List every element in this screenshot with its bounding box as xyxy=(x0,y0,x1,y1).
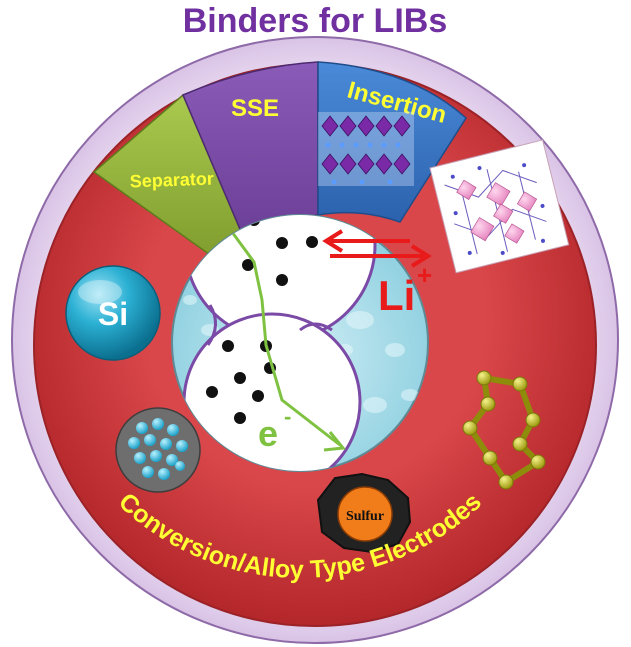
insertion-segment xyxy=(317,61,467,223)
sulfur-host-icon: Sulfur xyxy=(316,472,412,554)
separator-label: Separator xyxy=(129,169,214,192)
nanoparticle-cluster xyxy=(115,407,201,493)
silicon-label: Si xyxy=(98,296,128,332)
lithium-arrows xyxy=(322,229,432,268)
electrode-interface: e - xyxy=(171,214,429,472)
sse-label: SSE xyxy=(231,95,279,122)
electron-label: e xyxy=(258,413,278,454)
lithium-ion-charge: + xyxy=(417,260,432,290)
silicon-sphere: Si xyxy=(65,265,161,361)
diagram-title: Binders for LIBs xyxy=(183,2,447,40)
framework-crystal-icon xyxy=(429,139,570,274)
electron-charge: - xyxy=(284,404,291,429)
electron-path xyxy=(230,231,341,447)
lithium-ion-label: Li xyxy=(378,272,415,319)
sulfur-label: Sulfur xyxy=(346,509,384,524)
sulfur-chain-icon xyxy=(462,370,546,490)
layered-crystal-icon xyxy=(318,112,414,186)
